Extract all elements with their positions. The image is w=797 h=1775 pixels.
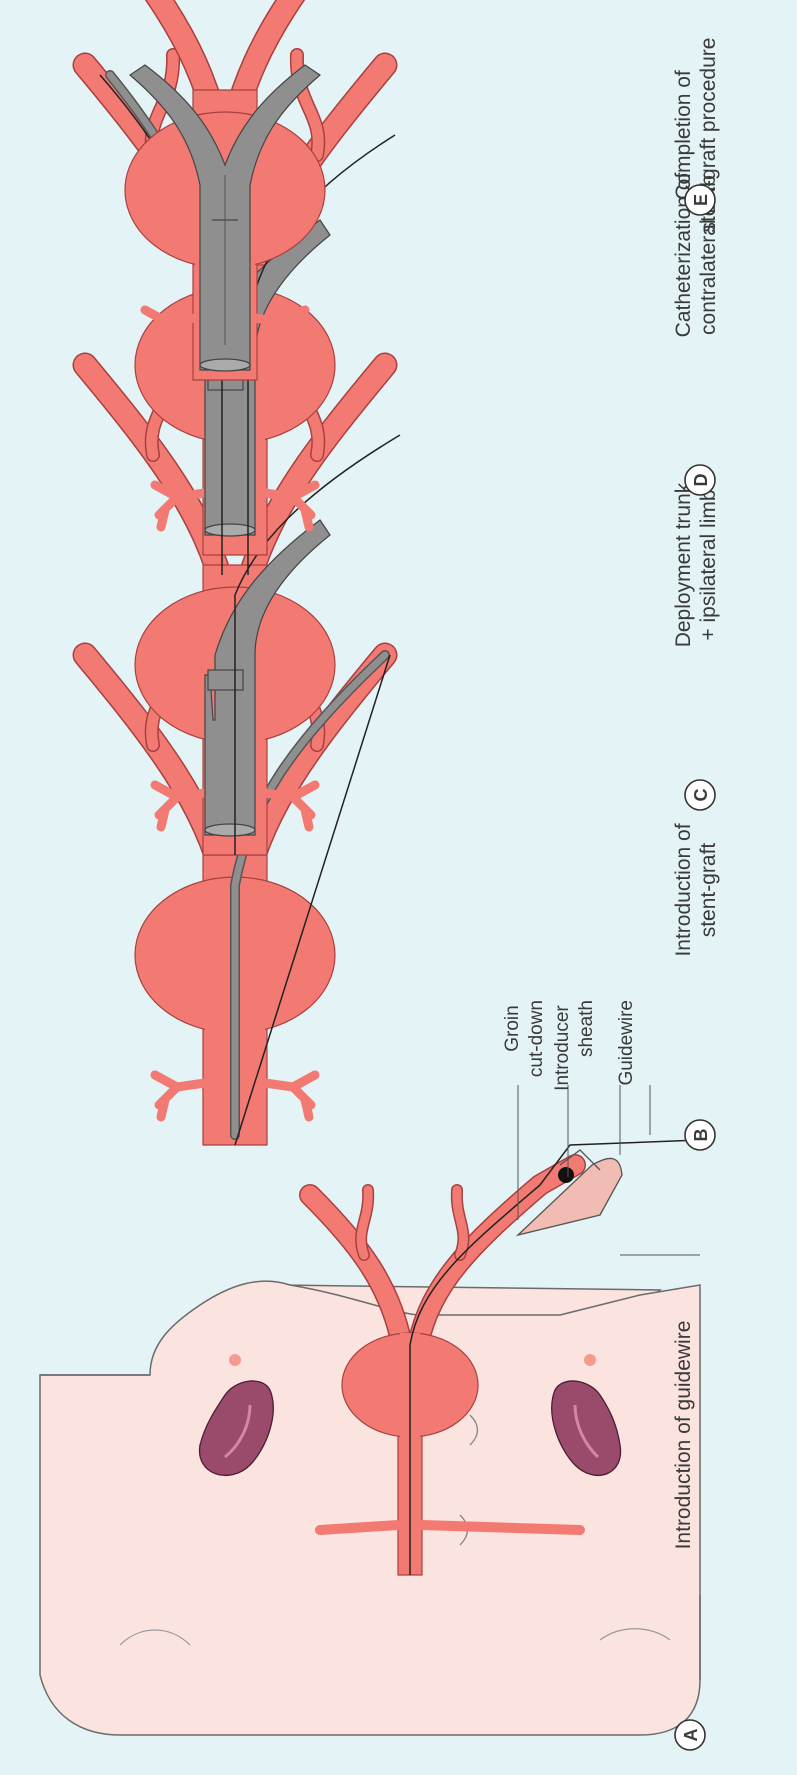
caption-b: Introduction of stent-graft (672, 823, 720, 956)
nipple (229, 1354, 241, 1366)
panel-letter-d: D (685, 465, 715, 495)
nipple (584, 1354, 596, 1366)
panel-a: Groin cut-down Introducer sheath Guidewi… (40, 1000, 705, 1750)
svg-text:stent-graft: stent-graft (697, 843, 720, 938)
introducer-sheath-tip (558, 1167, 574, 1183)
panel-letter-e: E (685, 185, 715, 215)
guidewire-label: Guidewire (616, 1000, 637, 1086)
panel-letter-c: C (685, 780, 715, 810)
svg-text:A: A (681, 1729, 701, 1742)
svg-text:C: C (691, 789, 711, 802)
sheath-label: Introducer sheath (552, 1000, 597, 1091)
svg-text:D: D (691, 474, 711, 487)
groin-label: Groin cut-down (502, 1000, 547, 1077)
svg-text:Deployment trunk: Deployment trunk (672, 482, 695, 647)
svg-text:B: B (691, 1129, 711, 1142)
svg-text:E: E (691, 194, 711, 206)
svg-text:+ ipsilateral limb: + ipsilateral limb (697, 489, 720, 640)
panel-letter-a: A (675, 1720, 705, 1750)
svg-text:Introduction of: Introduction of (672, 823, 695, 956)
svg-text:Introduction of guidewire: Introduction of guidewire (672, 1321, 695, 1550)
caption-a: Introduction of guidewire (672, 1321, 695, 1550)
caption-c: Deployment trunk + ipsilateral limb (672, 482, 720, 647)
svg-text:Completion of: Completion of (672, 70, 695, 200)
panel-letter-b: B (685, 1120, 715, 1150)
